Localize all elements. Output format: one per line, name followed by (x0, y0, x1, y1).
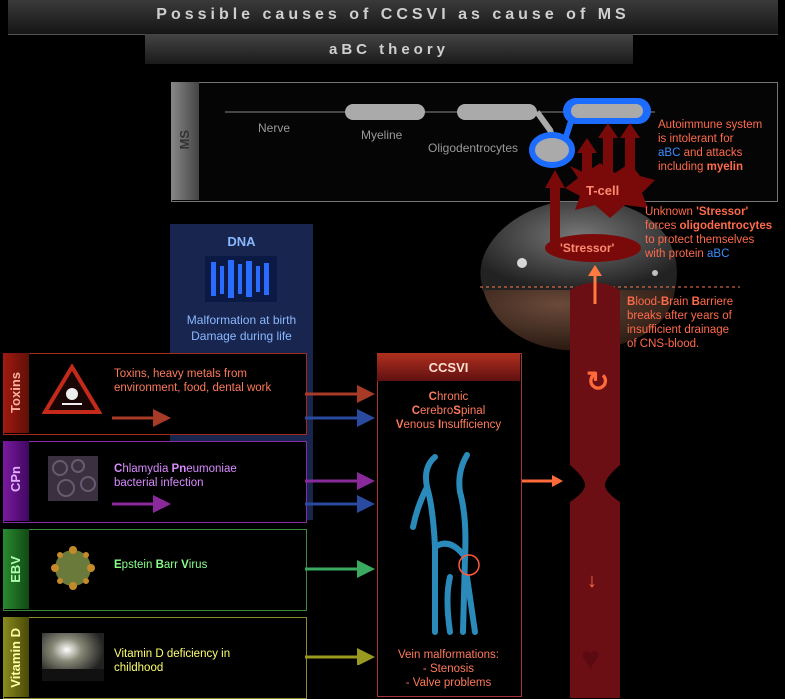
tcell-label: T-cell (586, 183, 619, 198)
dna-title: DNA (170, 234, 313, 249)
toxic-hazard-icon (42, 364, 102, 416)
bbb-text: Blood-Brain Barriere breaks after years … (627, 295, 733, 351)
heart-icon: ♥ (581, 640, 600, 677)
toxins-side-label: Toxins (8, 372, 23, 413)
vitamin-d-side-label: Vitamin D (8, 628, 23, 688)
stressor-label: 'Stressor' (560, 241, 614, 255)
ccsvi-definition: Chronic CerebroSpinal Venous Insufficien… (377, 390, 520, 432)
up-arrow-icon (585, 264, 605, 308)
chlamydia-image (48, 456, 98, 501)
oligodentrocytes-label: Oligodentrocytes (428, 141, 518, 155)
ebv-side-label: EBV (8, 556, 23, 583)
sunset-image (42, 633, 104, 681)
cause-arrows (110, 380, 380, 665)
page-subtitle: aBC theory (145, 41, 633, 58)
stressor-text: Unknown 'Stressor' forces oligodentrocyt… (645, 205, 772, 261)
virus-icon (48, 543, 98, 593)
myeline-label: Myeline (361, 128, 402, 142)
ccsvi-to-column-arrow (522, 474, 564, 488)
down-arrow-icon: ↓ (587, 570, 597, 593)
vein-structure-image (405, 447, 495, 637)
ccsvi-title: CCSVI (377, 360, 520, 375)
page-title: Possible causes of CCSVI as cause of MS (8, 6, 778, 24)
vein-column (560, 270, 630, 698)
ms-side-label: MS (177, 130, 192, 150)
dna-icon (205, 256, 277, 302)
nerve-label: Nerve (258, 121, 290, 135)
circulation-arrow-icon: ↻ (586, 365, 609, 398)
cpn-side-label: CPn (8, 466, 23, 492)
autoimmune-text: Autoimmune system is intolerant for aBC … (658, 118, 783, 174)
vein-malformations-text: Vein malformations: - Stenosis - Valve p… (377, 648, 520, 690)
